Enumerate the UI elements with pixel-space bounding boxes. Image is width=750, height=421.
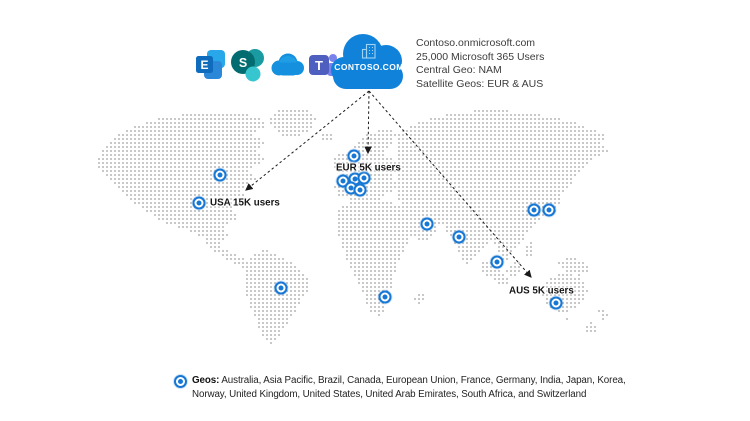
tenant-satellite-geos: Satellite Geos: EUR & AUS xyxy=(416,77,544,90)
building-icon xyxy=(361,43,376,59)
tenant-domain: Contoso.onmicrosoft.com xyxy=(416,37,536,49)
sharepoint-icon: S xyxy=(231,48,264,81)
geo-marker-united-states xyxy=(194,198,204,208)
onedrive-icon xyxy=(271,53,304,76)
geos-legend: Geos: Australia, Asia Pacific, Brazil, C… xyxy=(176,374,626,401)
geo-marker-icon xyxy=(176,377,185,386)
cloud-label: CONTOSO.COM xyxy=(334,62,404,72)
arrow-to-aus-users-label xyxy=(368,90,532,278)
cloud-icon xyxy=(331,34,403,89)
exchange-icon: E xyxy=(196,49,225,79)
legend-prefix: Geos: xyxy=(192,375,220,386)
eur-users-label: EUR 5K users xyxy=(336,162,401,174)
geo-marker-australia xyxy=(551,298,561,308)
arrow-to-usa-users-label xyxy=(245,90,370,191)
arrow-to-eur-users-label xyxy=(364,90,372,155)
geo-marker-france xyxy=(346,183,356,193)
legend-line2: Norway, United Kingdom, United States, U… xyxy=(192,388,587,400)
tenant-central-geo: Central Geo: NAM xyxy=(416,64,502,77)
map-dots xyxy=(98,110,608,344)
geo-marker-switzerland xyxy=(355,185,365,195)
m365-apps-row: E S T xyxy=(194,44,339,84)
tenant-info: Contoso.onmicrosoft.com 25,000 Microsoft… xyxy=(416,37,544,91)
geo-marker-united-arab-emirates xyxy=(422,219,432,229)
geo-arrows xyxy=(245,90,532,278)
teams-icon: T xyxy=(309,53,339,76)
tenant-user-count: 25,000 Microsoft 365 Users xyxy=(416,50,545,63)
geo-marker-canada xyxy=(215,170,225,180)
aus-users-label: AUS 5K users xyxy=(509,285,574,297)
geo-marker-south-africa xyxy=(380,292,390,302)
geo-marker-india xyxy=(454,232,464,242)
usa-users-label: USA 15K users xyxy=(210,197,280,209)
svg-text:T: T xyxy=(315,58,323,73)
geo-marker-brazil xyxy=(276,283,286,293)
geo-marker-japan xyxy=(544,205,554,215)
geo-marker-germany xyxy=(359,173,369,183)
geo-marker-korea xyxy=(529,205,539,215)
svg-text:S: S xyxy=(239,56,247,70)
contoso-cloud: CONTOSO.COM xyxy=(329,29,409,93)
legend-line1: Australia, Asia Pacific, Brazil, Canada,… xyxy=(221,375,626,386)
geo-marker-united-kingdom xyxy=(338,176,348,186)
svg-text:E: E xyxy=(200,58,208,72)
geo-marker-norway xyxy=(349,151,359,161)
geo-marker-european-union xyxy=(350,174,360,184)
geo-marker-asia-pacific xyxy=(492,257,502,267)
legend-text: Geos: Australia, Asia Pacific, Brazil, C… xyxy=(192,374,626,401)
